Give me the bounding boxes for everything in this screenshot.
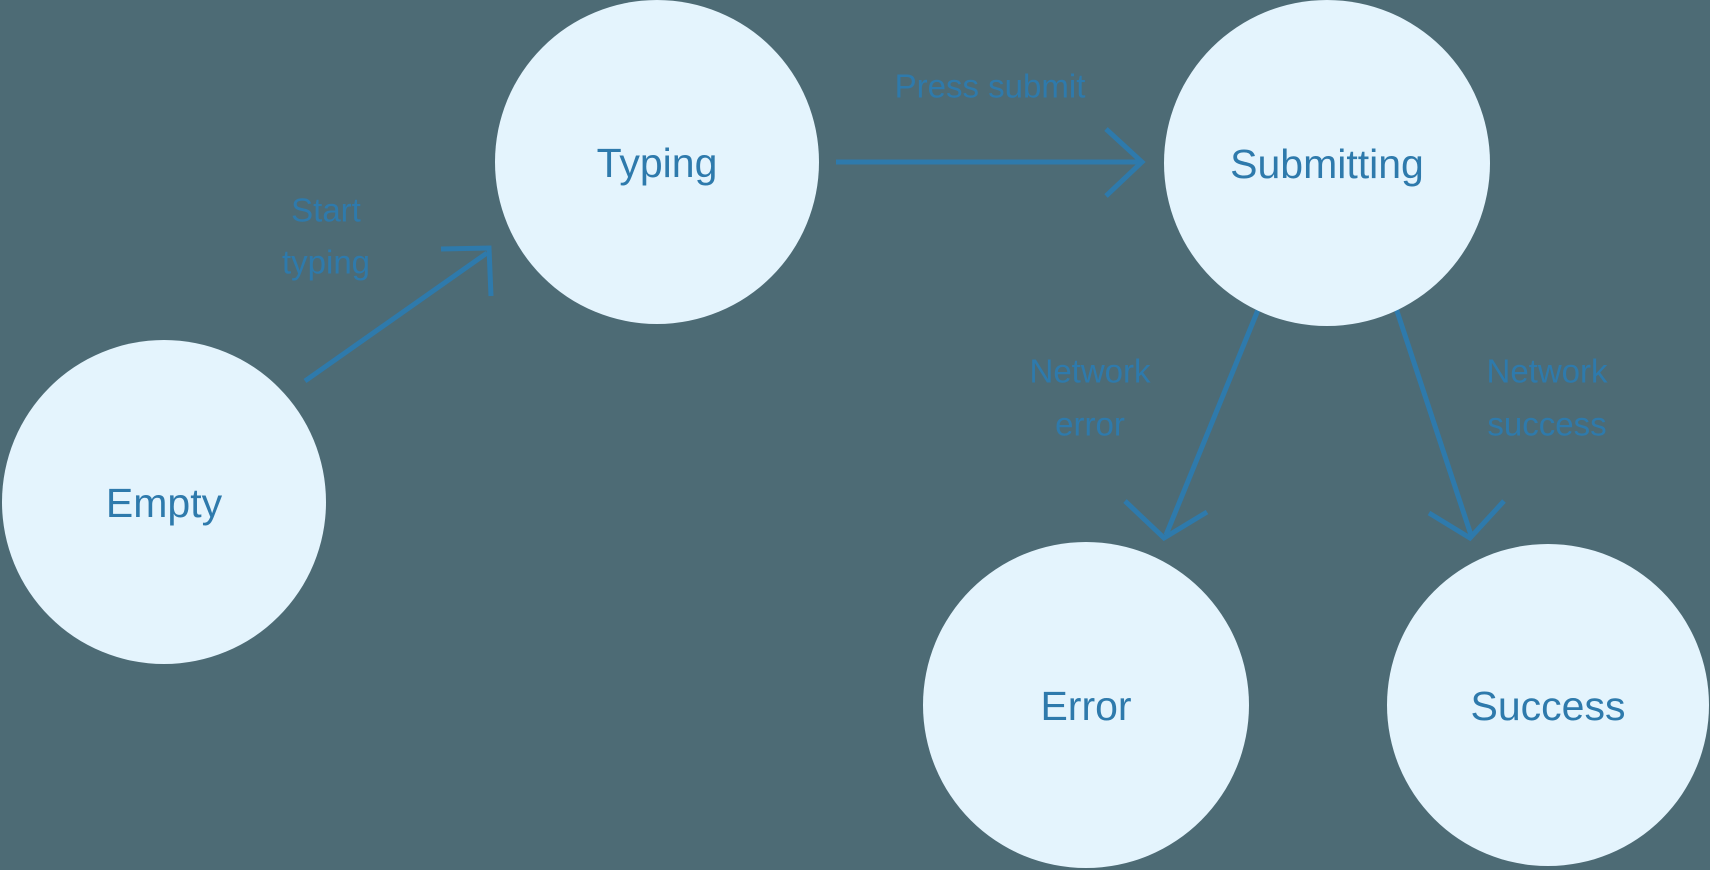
node-submitting-circle bbox=[1164, 0, 1490, 326]
edge-network-error[interactable] bbox=[1123, 304, 1263, 542]
node-success-label: Success bbox=[1471, 683, 1626, 729]
edge-network-success[interactable] bbox=[1392, 304, 1506, 542]
edge-press-submit-arrowhead bbox=[1104, 127, 1146, 198]
edge-label-network-success-line2: success bbox=[1487, 406, 1606, 443]
edge-label-network-success-line1: Network bbox=[1486, 353, 1608, 390]
node-success-circle bbox=[1387, 544, 1709, 866]
node-submitting[interactable]: Submitting bbox=[1164, 0, 1490, 326]
node-typing-label: Typing bbox=[597, 140, 718, 186]
edge-label-press-submit: Press submit bbox=[895, 68, 1086, 105]
edge-network-error-line bbox=[1163, 304, 1263, 536]
edge-network-error-arrowhead bbox=[1123, 499, 1209, 542]
node-submitting-label: Submitting bbox=[1230, 141, 1424, 187]
edge-label-network-error-line2: error bbox=[1055, 406, 1125, 443]
edge-press-submit[interactable] bbox=[836, 127, 1146, 198]
edge-label-network-error-line1: Network bbox=[1029, 353, 1151, 390]
edge-start-typing-arrowhead bbox=[440, 245, 494, 297]
edge-start-typing-line bbox=[303, 250, 489, 384]
edge-label-start-typing-line1: Start bbox=[291, 192, 361, 229]
edge-start-typing[interactable] bbox=[303, 245, 494, 384]
node-error-label: Error bbox=[1040, 683, 1131, 729]
node-typing[interactable]: Typing bbox=[495, 0, 819, 324]
node-error-circle bbox=[923, 542, 1249, 868]
edge-network-success-line bbox=[1392, 304, 1474, 536]
node-typing-circle bbox=[495, 0, 819, 324]
node-empty[interactable]: Empty bbox=[2, 340, 326, 664]
node-error[interactable]: Error bbox=[923, 542, 1249, 868]
node-success[interactable]: Success bbox=[1387, 544, 1709, 866]
node-empty-label: Empty bbox=[106, 480, 223, 526]
edge-network-success-arrowhead bbox=[1427, 499, 1506, 542]
edge-label-start-typing-line2: typing bbox=[282, 244, 370, 281]
node-empty-circle bbox=[2, 340, 326, 664]
